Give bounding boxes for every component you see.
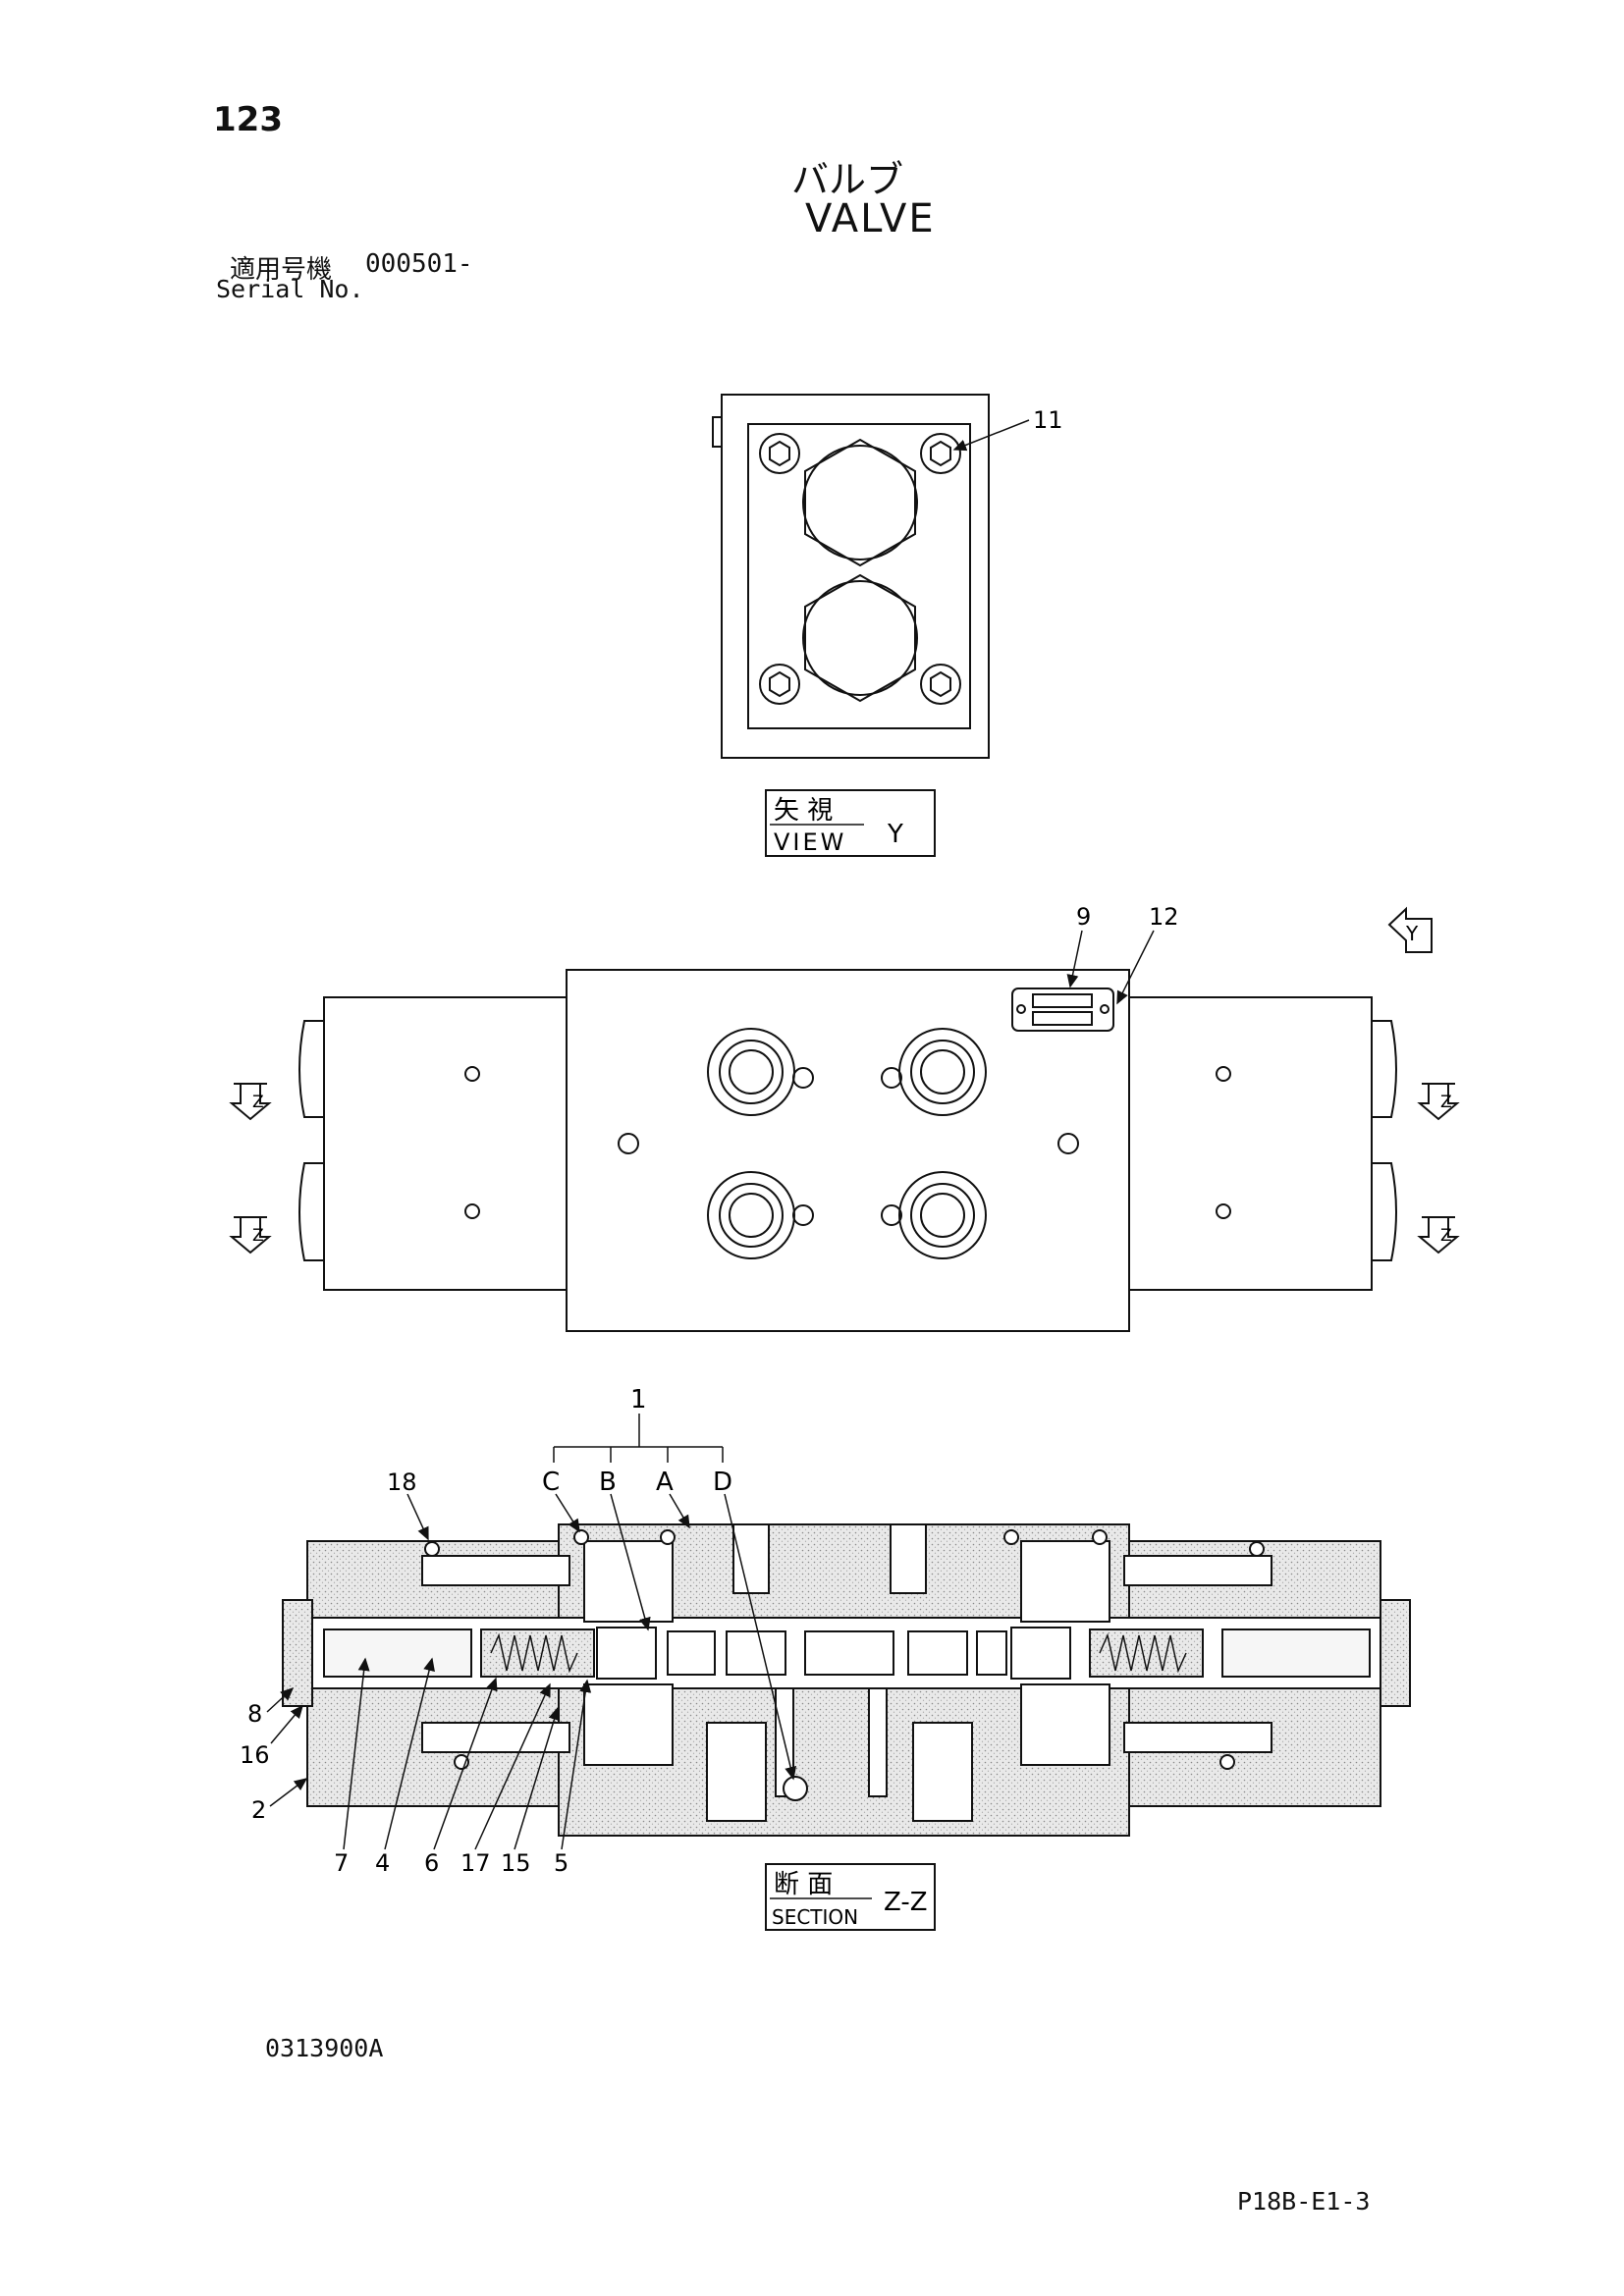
drawing-number: 0313900A <box>265 2034 384 2062</box>
view-letter: Y <box>887 820 903 849</box>
sheet-code: P18B-E1-3 <box>1237 2187 1371 2216</box>
z-arrow-label: Z <box>252 1226 264 1246</box>
callout-bracket <box>553 1414 724 1463</box>
callout-11: 11 <box>1033 406 1063 434</box>
callout-8: 8 <box>247 1700 262 1728</box>
z-arrow-label: Z <box>252 1093 264 1112</box>
callout-9: 9 <box>1076 903 1091 931</box>
arrow-z-icon <box>229 1083 1460 1255</box>
callout-16: 16 <box>240 1741 270 1769</box>
callout-5: 5 <box>554 1849 568 1877</box>
arrow-y-icon: Y <box>1387 906 1433 953</box>
title-english: VALVE <box>805 196 936 241</box>
z-arrow-label: Z <box>1440 1093 1452 1112</box>
callout-6: 6 <box>424 1849 439 1877</box>
callout-18: 18 <box>387 1468 417 1496</box>
section-view-drawing <box>282 1523 1411 1837</box>
section-label-jp: 断 面 <box>774 1870 833 1899</box>
callout-15: 15 <box>501 1849 531 1877</box>
page-number: 123 <box>213 100 283 139</box>
z-arrow-label: Z <box>1440 1226 1452 1246</box>
view-y-drawing <box>712 394 990 759</box>
callout-17: 17 <box>460 1849 491 1877</box>
view-label-jp: 矢 視 <box>774 796 833 826</box>
svg-text:Y: Y <box>1405 922 1419 945</box>
section-label-en: SECTION <box>772 1905 858 1929</box>
bolt-icon <box>759 433 961 705</box>
serial-label-japanese: 適用号機 <box>230 255 333 285</box>
top-view-drawing <box>298 969 1397 1332</box>
callout-D: D <box>713 1468 732 1497</box>
callout-1: 1 <box>630 1385 647 1415</box>
callout-7: 7 <box>334 1849 349 1877</box>
callout-2: 2 <box>251 1796 266 1824</box>
section-label: 断 面 SECTION Z-Z <box>765 1863 936 1931</box>
title-japanese: バルブ <box>791 158 904 201</box>
view-y-label: 矢 視 VIEW Y <box>765 789 936 857</box>
serial-number-value: 000501- <box>365 249 473 279</box>
serial-label-english: Serial No. <box>216 275 364 303</box>
view-label-en: VIEW <box>774 828 846 856</box>
callout-4: 4 <box>375 1849 390 1877</box>
callout-B: B <box>599 1468 617 1497</box>
callout-A: A <box>656 1468 674 1497</box>
callout-C: C <box>542 1468 560 1497</box>
callout-12: 12 <box>1149 903 1179 931</box>
section-letters: Z-Z <box>884 1888 928 1917</box>
